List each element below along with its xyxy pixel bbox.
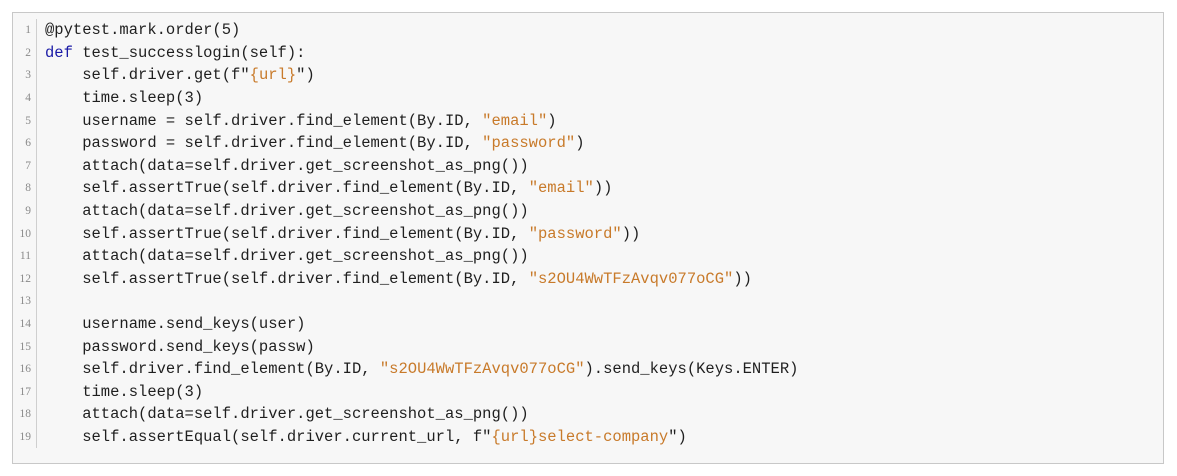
- code-token: password = self.driver.find_element(By.I…: [45, 134, 483, 153]
- line-number: 7: [13, 154, 37, 178]
- code-token: ): [547, 111, 557, 130]
- code-line: 8 self.assertTrue(self.driver.find_eleme…: [13, 177, 1163, 200]
- string-token: "email": [482, 111, 548, 130]
- line-number: 18: [13, 403, 37, 426]
- code-line: 13: [13, 290, 1163, 313]
- line-number: 19: [13, 425, 37, 449]
- code-line: 11 attach(data=self.driver.get_screensho…: [13, 244, 1163, 268]
- string-token: "email": [528, 179, 594, 198]
- code-token: password.send_keys(passw): [45, 337, 315, 356]
- code-text: time.sleep(3): [37, 383, 203, 401]
- code-text: attach(data=self.driver.get_screenshot_a…: [37, 156, 529, 175]
- code-text: attach(data=self.driver.get_screenshot_a…: [37, 247, 529, 266]
- line-number: 2: [13, 41, 37, 65]
- code-text: self.driver.find_element(By.ID, "s2OU4Ww…: [37, 360, 798, 378]
- code-text: self.driver.get(f"{url}"): [37, 66, 315, 84]
- code-token: @pytest.mark.order(5): [45, 21, 241, 40]
- code-token: self.assertTrue(self.driver.find_element…: [45, 269, 529, 288]
- line-number: 9: [13, 199, 37, 223]
- code-line: 5 username = self.driver.find_element(By…: [13, 109, 1163, 132]
- code-token: username = self.driver.find_element(By.I…: [45, 111, 483, 130]
- code-line: 10 self.assertTrue(self.driver.find_elem…: [13, 222, 1163, 245]
- code-line: 15 password.send_keys(passw): [13, 335, 1163, 358]
- code-line: 17 time.sleep(3): [13, 380, 1163, 404]
- line-number: 8: [13, 177, 37, 200]
- code-token: attach(data=self.driver.get_screenshot_a…: [45, 405, 529, 424]
- line-number: 3: [13, 64, 37, 87]
- code-text: attach(data=self.driver.get_screenshot_a…: [37, 405, 529, 424]
- code-text: self.assertTrue(self.driver.find_element…: [37, 270, 752, 288]
- string-token: "password": [482, 134, 576, 153]
- line-number: 10: [13, 222, 37, 245]
- code-token: self.assertTrue(self.driver.find_element…: [45, 224, 529, 243]
- code-token: username.send_keys(user): [45, 315, 306, 334]
- code-token: )): [593, 179, 613, 198]
- line-number: 11: [13, 244, 37, 268]
- line-number: 1: [13, 19, 37, 42]
- code-text: time.sleep(3): [37, 89, 203, 107]
- code-text: def test_successlogin(self):: [37, 44, 305, 62]
- string-token: {url}select-company: [491, 427, 669, 446]
- code-token: )): [733, 269, 752, 288]
- line-number: 14: [13, 312, 37, 336]
- code-text: self.assertTrue(self.driver.find_element…: [37, 225, 640, 243]
- code-token: ).send_keys(Keys.ENTER): [584, 360, 799, 379]
- line-number: 17: [13, 380, 37, 404]
- code-line: 7 attach(data=self.driver.get_screenshot…: [13, 154, 1163, 178]
- string-token: "password": [528, 224, 622, 243]
- code-token: self.assertEqual(self.driver.current_url…: [45, 427, 492, 446]
- code-token: self.assertTrue(self.driver.find_element…: [45, 179, 529, 198]
- line-number: 16: [13, 357, 37, 381]
- code-token: ): [575, 134, 585, 153]
- line-number: 4: [13, 86, 37, 110]
- code-token: attach(data=self.driver.get_screenshot_a…: [45, 247, 529, 266]
- code-line: 18 attach(data=self.driver.get_screensho…: [13, 403, 1163, 426]
- code-line: 16 self.driver.find_element(By.ID, "s2OU…: [13, 357, 1163, 381]
- code-token: test_successlogin(self):: [72, 43, 306, 62]
- code-token: )): [621, 224, 641, 243]
- string-token: "s2OU4WwTFzAvqv077oCG": [528, 269, 734, 288]
- line-number: 5: [13, 109, 37, 132]
- code-line: 4 time.sleep(3): [13, 86, 1163, 110]
- code-text: username = self.driver.find_element(By.I…: [37, 111, 557, 130]
- code-text: @pytest.mark.order(5): [37, 21, 240, 39]
- line-number: 6: [13, 131, 37, 155]
- code-token: "): [668, 427, 687, 446]
- code-token: self.driver.get(f": [45, 66, 250, 85]
- code-text: attach(data=self.driver.get_screenshot_a…: [37, 202, 529, 221]
- code-token: self.driver.find_element(By.ID,: [45, 360, 380, 379]
- code-line: 14 username.send_keys(user): [13, 312, 1163, 336]
- code-text: self.assertEqual(self.driver.current_url…: [37, 428, 687, 446]
- code-token: time.sleep(3): [45, 382, 204, 401]
- line-number: 12: [13, 267, 37, 291]
- code-text: username.send_keys(user): [37, 315, 305, 333]
- code-line: 1 @pytest.mark.order(5): [13, 19, 1163, 42]
- code-text: password = self.driver.find_element(By.I…: [37, 134, 585, 153]
- code-token: attach(data=self.driver.get_screenshot_a…: [45, 156, 529, 175]
- line-number: 13: [13, 290, 37, 313]
- code-token: time.sleep(3): [45, 89, 204, 108]
- code-line: 3 self.driver.get(f"{url}"): [13, 64, 1163, 87]
- code-token: attach(data=self.driver.get_screenshot_a…: [45, 202, 529, 221]
- code-line: 19 self.assertEqual(self.driver.current_…: [13, 425, 1163, 449]
- code-line: 6 password = self.driver.find_element(By…: [13, 131, 1163, 155]
- line-number: 15: [13, 335, 37, 358]
- keyword-token: def: [45, 43, 73, 62]
- code-token: "): [296, 66, 315, 85]
- string-token: {url}: [249, 66, 297, 85]
- code-line: 9 attach(data=self.driver.get_screenshot…: [13, 199, 1163, 223]
- code-line: 12 self.assertTrue(self.driver.find_elem…: [13, 267, 1163, 291]
- code-text: self.assertTrue(self.driver.find_element…: [37, 179, 612, 197]
- code-text: password.send_keys(passw): [37, 338, 315, 356]
- string-token: "s2OU4WwTFzAvqv077oCG": [379, 360, 585, 379]
